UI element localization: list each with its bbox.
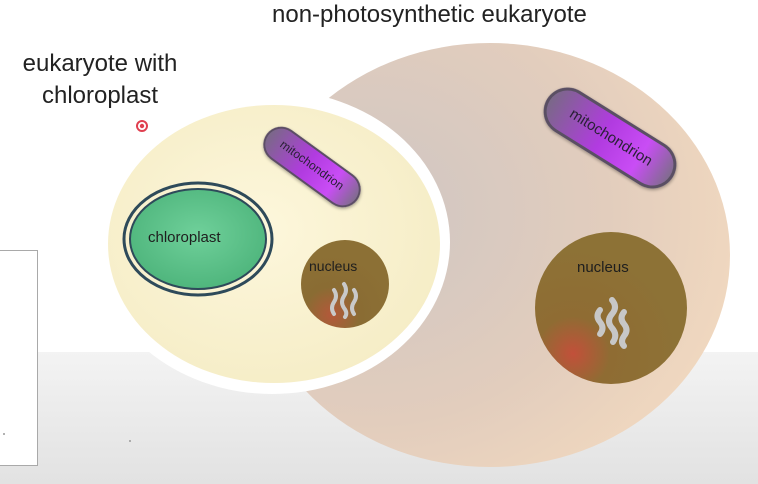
eukaryote-with-label-line1: eukaryote with bbox=[22, 50, 178, 77]
eukaryote-with-chloroplast-label: eukaryote with chloroplast bbox=[0, 48, 200, 112]
side-panel-frame bbox=[0, 250, 38, 466]
chloroplast-body bbox=[129, 188, 267, 290]
nucleus-large-label: nucleus bbox=[577, 259, 629, 276]
speck bbox=[129, 440, 131, 442]
red-dot-icon bbox=[136, 120, 148, 132]
large-nucleus-body bbox=[535, 232, 687, 384]
large-chromosomes-icon bbox=[594, 297, 630, 349]
small-chromosomes-icon bbox=[330, 282, 358, 319]
speck bbox=[3, 433, 5, 435]
small-mitochondrion bbox=[263, 126, 361, 208]
chloroplast-outer-membrane bbox=[122, 181, 274, 297]
chloroplast-label: chloroplast bbox=[148, 229, 221, 246]
eukaryote-with-label-line2: chloroplast bbox=[41, 82, 159, 109]
nucleus-small-label: nucleus bbox=[309, 258, 358, 274]
non-photosynthetic-eukaryote-label: non-photosynthetic eukaryote bbox=[272, 1, 587, 28]
large-mitochondrion bbox=[543, 87, 677, 189]
